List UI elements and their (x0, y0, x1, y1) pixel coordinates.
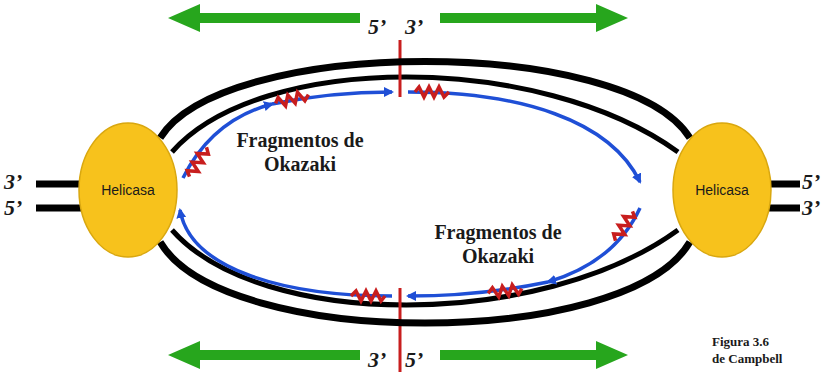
strand-end-label: 5’ (4, 197, 22, 219)
parent-strand (160, 242, 690, 323)
okazaki-label: Fragmentos de Okazaki (236, 128, 364, 176)
strand-end-label: 5’ (405, 349, 423, 371)
helicase-ellipse: Helicasa (78, 122, 178, 258)
helicase-ellipse: Helicasa (672, 122, 772, 258)
strand-end-label: 3’ (802, 197, 820, 219)
new-strands (180, 92, 640, 296)
inner-strands (172, 77, 678, 305)
strand-end-label: 5’ (802, 171, 820, 193)
strand-end-label: 3’ (368, 349, 386, 371)
strand-end-label: 5’ (368, 16, 386, 38)
strand-end-label: 3’ (405, 16, 423, 38)
parent-strand (160, 61, 690, 137)
okazaki-label: Fragmentos de Okazaki (434, 220, 562, 268)
caption-fragment: Figura 3.6 (712, 334, 769, 350)
helicase-label: Helicasa (695, 182, 749, 198)
rna-primers (185, 87, 637, 301)
strand-end-label: 3’ (4, 171, 22, 193)
helicase-label: Helicasa (101, 182, 155, 198)
caption-fragment: de Campbell (712, 351, 782, 367)
